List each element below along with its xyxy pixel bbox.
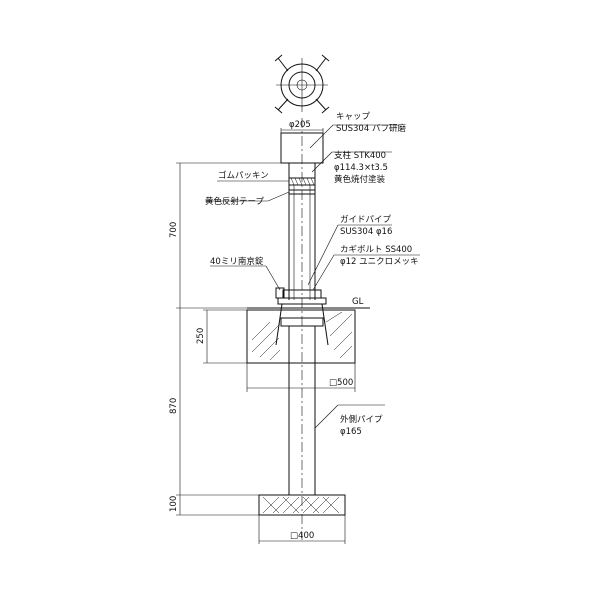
outer-title: 外側パイプ [340, 414, 383, 425]
base-block [258, 494, 346, 516]
post-dim: φ114.3×t3.5 [334, 163, 388, 173]
dim-400: □400 [290, 531, 314, 541]
bottom-dimensions [246, 128, 356, 544]
guide-spec: SUS304 φ16 [340, 227, 392, 237]
post-title: 支柱 STK400 [334, 150, 386, 161]
top-view [274, 54, 330, 114]
cap-title: キャップ [336, 112, 371, 122]
tape-label: 黄色反射テープ [205, 196, 264, 207]
leader-lines [205, 124, 420, 429]
bolt-spec: φ12 ユニクロメッキ [340, 257, 419, 267]
outer-dia: φ165 [340, 427, 362, 437]
gl-label: GL [352, 297, 364, 307]
outer-pipe [288, 326, 316, 495]
foundation [246, 303, 356, 364]
lock-label: 40ミリ南京錠 [210, 256, 264, 267]
dim-500: □500 [329, 378, 353, 388]
dim-250: 250 [196, 328, 206, 344]
rubber-label: ゴムパッキン [218, 170, 269, 181]
bolt-title: カギボルト SS400 [340, 245, 412, 255]
post-paint: 黄色焼付塗装 [334, 174, 386, 185]
cap-spec: SUS304 バフ研磨 [336, 123, 406, 134]
flange [275, 287, 327, 305]
dim-870: 870 [169, 398, 179, 414]
dim-700: 700 [169, 222, 179, 238]
dim-205: φ205 [289, 120, 311, 130]
cap [280, 132, 324, 164]
left-dimensions [176, 162, 286, 516]
guide-title: ガイドパイプ [340, 214, 392, 225]
padlock [275, 287, 285, 299]
dim-100: 100 [169, 496, 179, 512]
